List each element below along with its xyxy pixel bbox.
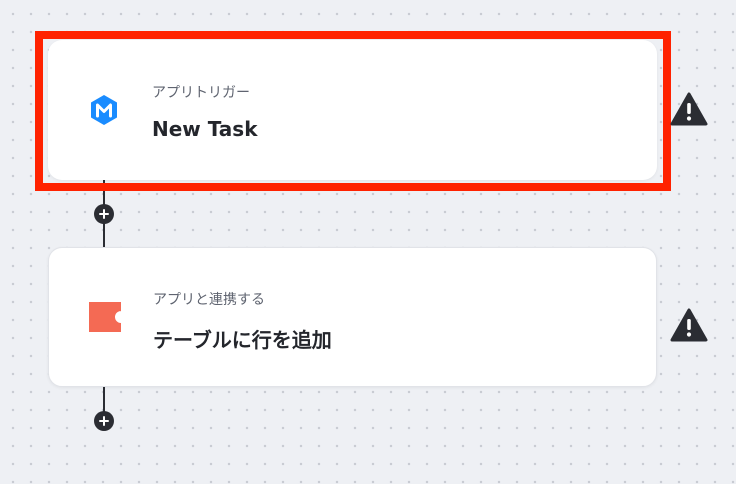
- flow-step-action[interactable]: アプリと連携する テーブルに行を追加: [48, 247, 657, 387]
- plus-icon: [99, 416, 109, 426]
- warning-triangle-icon[interactable]: [670, 307, 708, 343]
- step-title: New Task: [152, 117, 258, 141]
- plus-icon: [99, 209, 109, 219]
- step-title: テーブルに行を追加: [153, 328, 332, 352]
- step-type-label: アプリトリガー: [152, 85, 250, 101]
- step-type-label: アプリと連携する: [153, 292, 265, 308]
- flow-step-trigger[interactable]: アプリトリガー New Task: [48, 40, 657, 180]
- warning-triangle-icon[interactable]: [670, 91, 708, 127]
- meistertask-app-icon: [84, 90, 124, 130]
- coda-app-icon: [85, 297, 125, 337]
- connector-line: [103, 387, 105, 421]
- add-step-button[interactable]: [94, 204, 114, 224]
- add-step-button[interactable]: [94, 411, 114, 431]
